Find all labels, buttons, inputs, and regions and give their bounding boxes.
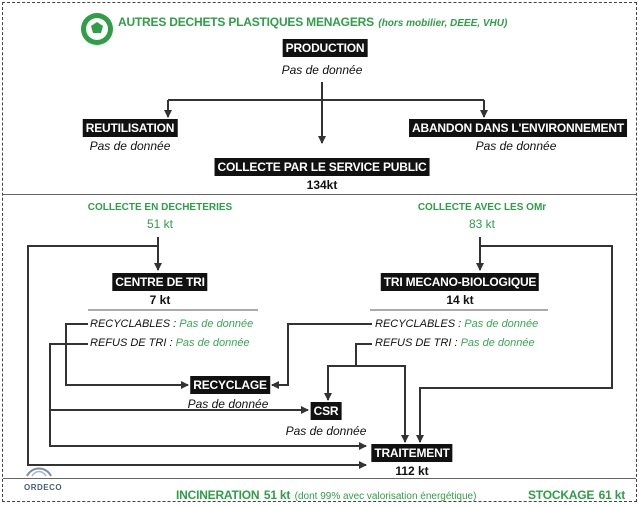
tmb-recyclables-label: RECYCLABLES : <box>375 318 462 330</box>
header-subtitle: (hors mobilier, DEEE, VHU) <box>378 18 508 29</box>
section-separator-bottom <box>3 478 636 479</box>
production-value: Pas de donnée <box>281 63 363 77</box>
tmb-refus: REFUS DE TRI : Pas de donnée <box>375 337 535 349</box>
decheteries-label: COLLECTE EN DECHETERIES <box>87 202 233 213</box>
centre-tri-refus-value: Pas de donnée <box>175 337 250 349</box>
csr-label: CSR <box>310 402 342 420</box>
header-title-row: AUTRES DECHETS PLASTIQUES MENAGERS (hors… <box>118 13 507 31</box>
ordeco-logo: ORDECO <box>24 464 62 492</box>
recyclage-value: Pas de donnée <box>187 397 269 411</box>
centre-tri-recyclables-value: Pas de donnée <box>179 318 254 330</box>
tmb-value: 14 kt <box>446 293 474 307</box>
tmb-refus-value: Pas de donnée <box>460 337 535 349</box>
incineration-note: (dont 99% avec valorisation énergétique) <box>294 491 477 502</box>
incineration-value: 51 kt <box>263 488 291 502</box>
stockage-label: STOCKAGE <box>528 488 595 502</box>
section-separator-top <box>3 194 636 195</box>
collecte-public-label: COLLECTE PAR LE SERVICE PUBLIC <box>214 158 430 176</box>
reutilisation-value: Pas de donnée <box>89 139 171 153</box>
stockage-value: 61 kt <box>598 488 626 502</box>
traitement-value: 112 kt <box>395 464 429 478</box>
collecte-public-value: 134kt <box>306 178 338 192</box>
centre-tri-recyclables-label: RECYCLABLES : <box>90 318 177 330</box>
incineration-row: INCINERATION 51 kt (dont 99% avec valori… <box>176 486 476 504</box>
header-title: AUTRES DECHETS PLASTIQUES MENAGERS <box>118 15 374 29</box>
tmb-recyclables: RECYCLABLES : Pas de donnée <box>375 318 538 330</box>
abandon-label: ABANDON DANS L'ENVIRONNEMENT <box>409 119 627 137</box>
tmb-refus-label: REFUS DE TRI : <box>375 337 458 349</box>
centre-tri-recyclables: RECYCLABLES : Pas de donnée <box>90 318 253 330</box>
omr-label: COLLECTE AVEC LES OMr <box>417 202 547 213</box>
incineration-label: INCINERATION <box>176 488 260 502</box>
abandon-value: Pas de donnée <box>475 139 557 153</box>
centre-tri-value: 7 kt <box>149 293 171 307</box>
centre-tri-label: CENTRE DE TRI <box>112 273 208 291</box>
tmb-label: TRI MECANO-BIOLOGIQUE <box>380 273 540 291</box>
production-label: PRODUCTION <box>282 39 368 57</box>
omr-value: 83 kt <box>468 217 496 231</box>
traitement-label: TRAITEMENT <box>371 444 453 462</box>
csr-value: Pas de donnée <box>285 424 367 438</box>
reutilisation-label: REUTILISATION <box>82 119 178 137</box>
stockage-row: STOCKAGE 61 kt <box>528 486 625 504</box>
recyclage-label: RECYCLAGE <box>190 376 270 394</box>
centre-tri-refus: REFUS DE TRI : Pas de donnée <box>90 337 250 349</box>
decheteries-value: 51 kt <box>146 217 174 231</box>
tmb-recyclables-value: Pas de donnée <box>464 318 539 330</box>
soccer-ball-icon <box>81 13 113 45</box>
ordeco-logo-mark <box>26 467 52 477</box>
centre-tri-refus-label: REFUS DE TRI : <box>90 337 173 349</box>
ordeco-logo-text: ORDECO <box>24 483 63 492</box>
